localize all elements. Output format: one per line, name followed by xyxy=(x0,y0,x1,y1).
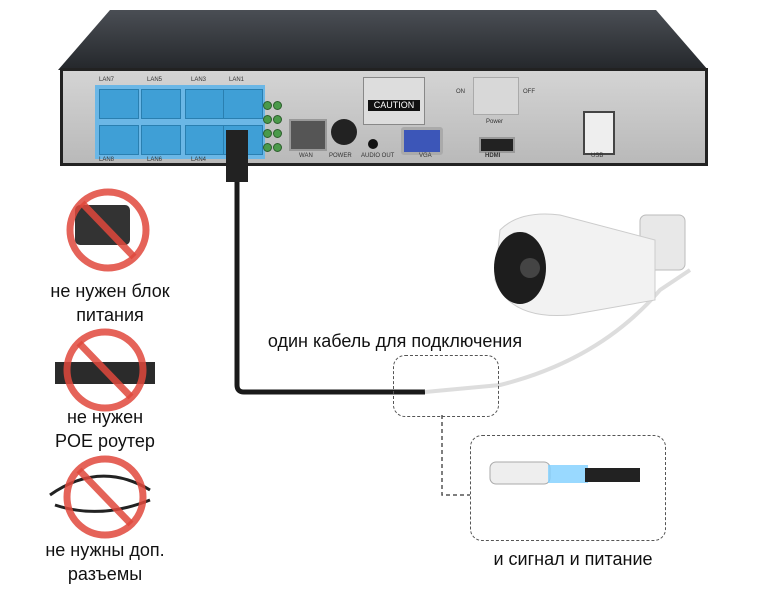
caption-no-power-adapter: не нужен блок питания xyxy=(25,279,195,327)
power-switch-label: Power xyxy=(486,119,504,125)
lan-label: LAN8 xyxy=(99,157,115,163)
hdmi-port xyxy=(479,137,515,153)
led xyxy=(273,115,282,124)
cable-caption: один кабель для подключения xyxy=(267,331,523,351)
lan-label: LAN6 xyxy=(147,157,163,163)
port-label: VGA xyxy=(419,153,432,159)
lan-label: LAN1 xyxy=(229,77,245,83)
dashed-connector xyxy=(441,415,470,496)
switch-on-label: ON xyxy=(456,89,465,95)
usb-port xyxy=(583,111,615,155)
power-jack xyxy=(331,119,357,145)
hdmi-logo: HDMI xyxy=(485,153,501,159)
caption-line: не нужен xyxy=(66,407,144,427)
power-adapter-prohibited-icon xyxy=(66,188,150,272)
led xyxy=(263,143,272,152)
led xyxy=(273,129,282,138)
rj45-plug xyxy=(226,130,248,182)
lan-port xyxy=(99,89,139,119)
caption-line: разъемы xyxy=(67,564,143,584)
caption-line: питания xyxy=(76,305,144,325)
port-label: AUDIO OUT xyxy=(361,153,395,159)
port-label: WAN xyxy=(299,153,313,159)
port-label: USB xyxy=(591,153,604,159)
lan-port xyxy=(141,125,181,155)
caption-no-extra-connectors: не нужны доп. разъемы xyxy=(15,538,195,586)
poe-switch-prohibited-icon xyxy=(55,328,155,412)
switch-off-label: OFF xyxy=(523,89,535,95)
led xyxy=(273,143,282,152)
lan-port xyxy=(185,89,225,119)
caption-line: не нужны доп. xyxy=(45,540,165,560)
lan-port xyxy=(223,89,263,119)
ip-camera xyxy=(494,213,686,317)
connector-detail xyxy=(489,461,640,485)
detail-zoom-box xyxy=(470,435,666,541)
lan-label: LAN5 xyxy=(147,77,163,83)
lan-port xyxy=(141,89,181,119)
extra-cables-prohibited-icon xyxy=(49,455,151,539)
connector-highlight-box xyxy=(393,355,499,417)
caption-no-poe-router: не нужен POE роутер xyxy=(20,405,190,453)
ethernet-cable xyxy=(234,182,425,395)
caution-text: CAUTION xyxy=(368,100,420,111)
caption-line: POE роутер xyxy=(55,431,155,451)
lan-port xyxy=(185,125,225,155)
led xyxy=(263,115,272,124)
lan-label: LAN3 xyxy=(191,77,207,83)
lan-label: LAN7 xyxy=(99,77,115,83)
signal-power-caption: и сигнал и питание xyxy=(493,549,653,569)
caption-line: не нужен блок xyxy=(50,281,170,301)
caution-sticker: CAUTION xyxy=(363,77,425,125)
led xyxy=(273,101,282,110)
power-switch xyxy=(473,77,519,115)
vga-port xyxy=(401,127,443,155)
led xyxy=(263,101,272,110)
wan-port xyxy=(289,119,327,151)
lan-port xyxy=(99,125,139,155)
audio-jack xyxy=(368,139,378,149)
nvr-body xyxy=(58,10,708,70)
port-label: POWER xyxy=(329,153,352,159)
lan-label: LAN4 xyxy=(191,157,207,163)
led xyxy=(263,129,272,138)
